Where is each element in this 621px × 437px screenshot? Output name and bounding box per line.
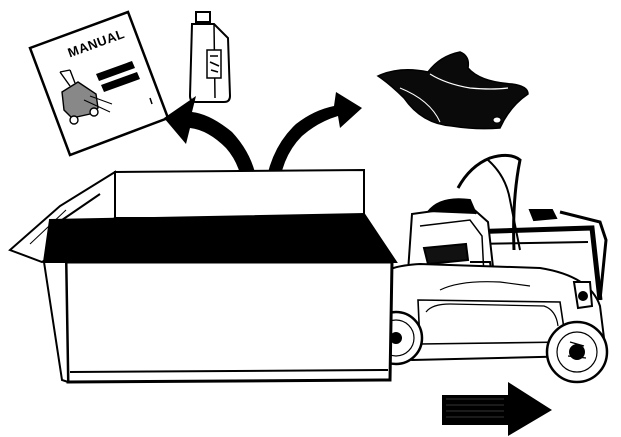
right-arrow-icon	[442, 382, 552, 436]
manual-booklet-icon: MANUAL	[30, 12, 168, 155]
shipping-carton	[10, 170, 396, 382]
grass-catcher-icon	[378, 52, 528, 129]
oil-bottle-icon	[190, 12, 230, 102]
mower-rear-wheel	[547, 322, 607, 382]
lawn-mower-icon	[370, 155, 607, 382]
